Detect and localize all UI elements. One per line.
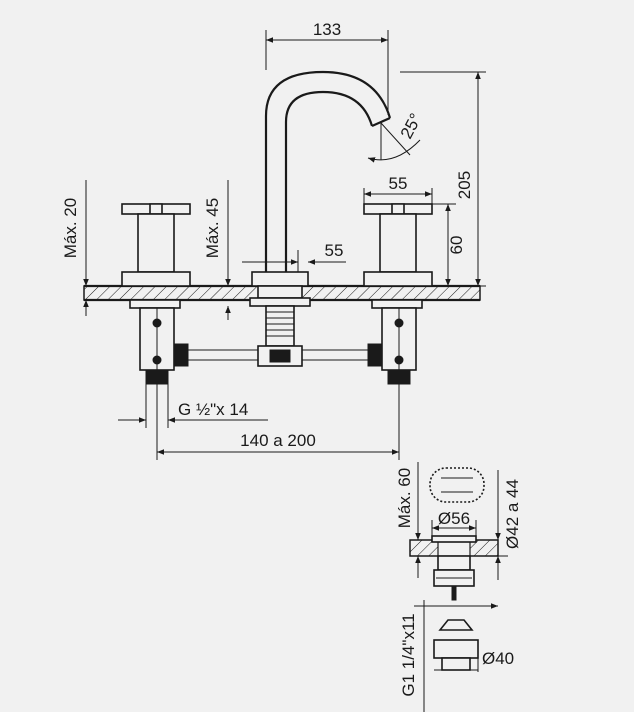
right-handle (363, 203, 433, 309)
thread-label: G ½"x 14 (178, 400, 248, 419)
drain-diameter-label: Ø56 (438, 509, 470, 528)
left-handle (121, 203, 191, 309)
drain-hole-label: Ø42 a 44 (503, 479, 522, 549)
dim-drain-diameter: Ø56 (431, 509, 477, 536)
max-left-label: Máx. 20 (61, 198, 80, 258)
drain-bottom-label: Ø40 (482, 649, 514, 668)
drain-basin (409, 535, 499, 601)
drain-bottom-part (433, 619, 479, 671)
spout-shank (257, 305, 303, 367)
max-center-label: Máx. 45 (203, 198, 222, 258)
handle-height-label: 60 (447, 236, 466, 255)
left-valve-body (139, 307, 189, 385)
dim-base-width: 55 (242, 241, 346, 272)
drain-cap (429, 467, 485, 503)
drain-thread-label: G1 1/4"x11 (399, 613, 418, 696)
spout-angle-label: 25° (397, 110, 426, 142)
dim-spout-height: 205 (400, 71, 486, 287)
dim-drain-thread: G1 1/4"x11 (399, 600, 498, 712)
dim-spout-reach: 133 (265, 20, 389, 115)
dim-thread: G ½"x 14 (118, 384, 268, 428)
spacing-label: 140 a 200 (240, 431, 316, 450)
spout-base (249, 271, 311, 307)
base-width-label: 55 (325, 241, 344, 260)
dim-drain-hole: Ø42 a 44 (470, 470, 522, 580)
connecting-pipes (188, 349, 368, 361)
dim-drain-bottom: Ø40 (434, 649, 514, 672)
handle-width-label: 55 (389, 174, 408, 193)
dim-spout-angle: 25° (367, 110, 426, 163)
right-valve-body (367, 307, 417, 385)
dim-max-center: Máx. 45 (203, 180, 231, 320)
drain-max-label: Máx. 60 (395, 468, 414, 528)
dim-handle-width: 55 (363, 174, 433, 204)
dim-drain-max: Máx. 60 (395, 462, 421, 578)
dim-handle-height: 60 (432, 203, 466, 286)
spout-height-label: 205 (455, 171, 474, 199)
dim-max-left: Máx. 20 (61, 180, 89, 316)
spout-reach-label: 133 (313, 20, 341, 39)
dim-spacing: 140 a 200 (156, 384, 400, 460)
